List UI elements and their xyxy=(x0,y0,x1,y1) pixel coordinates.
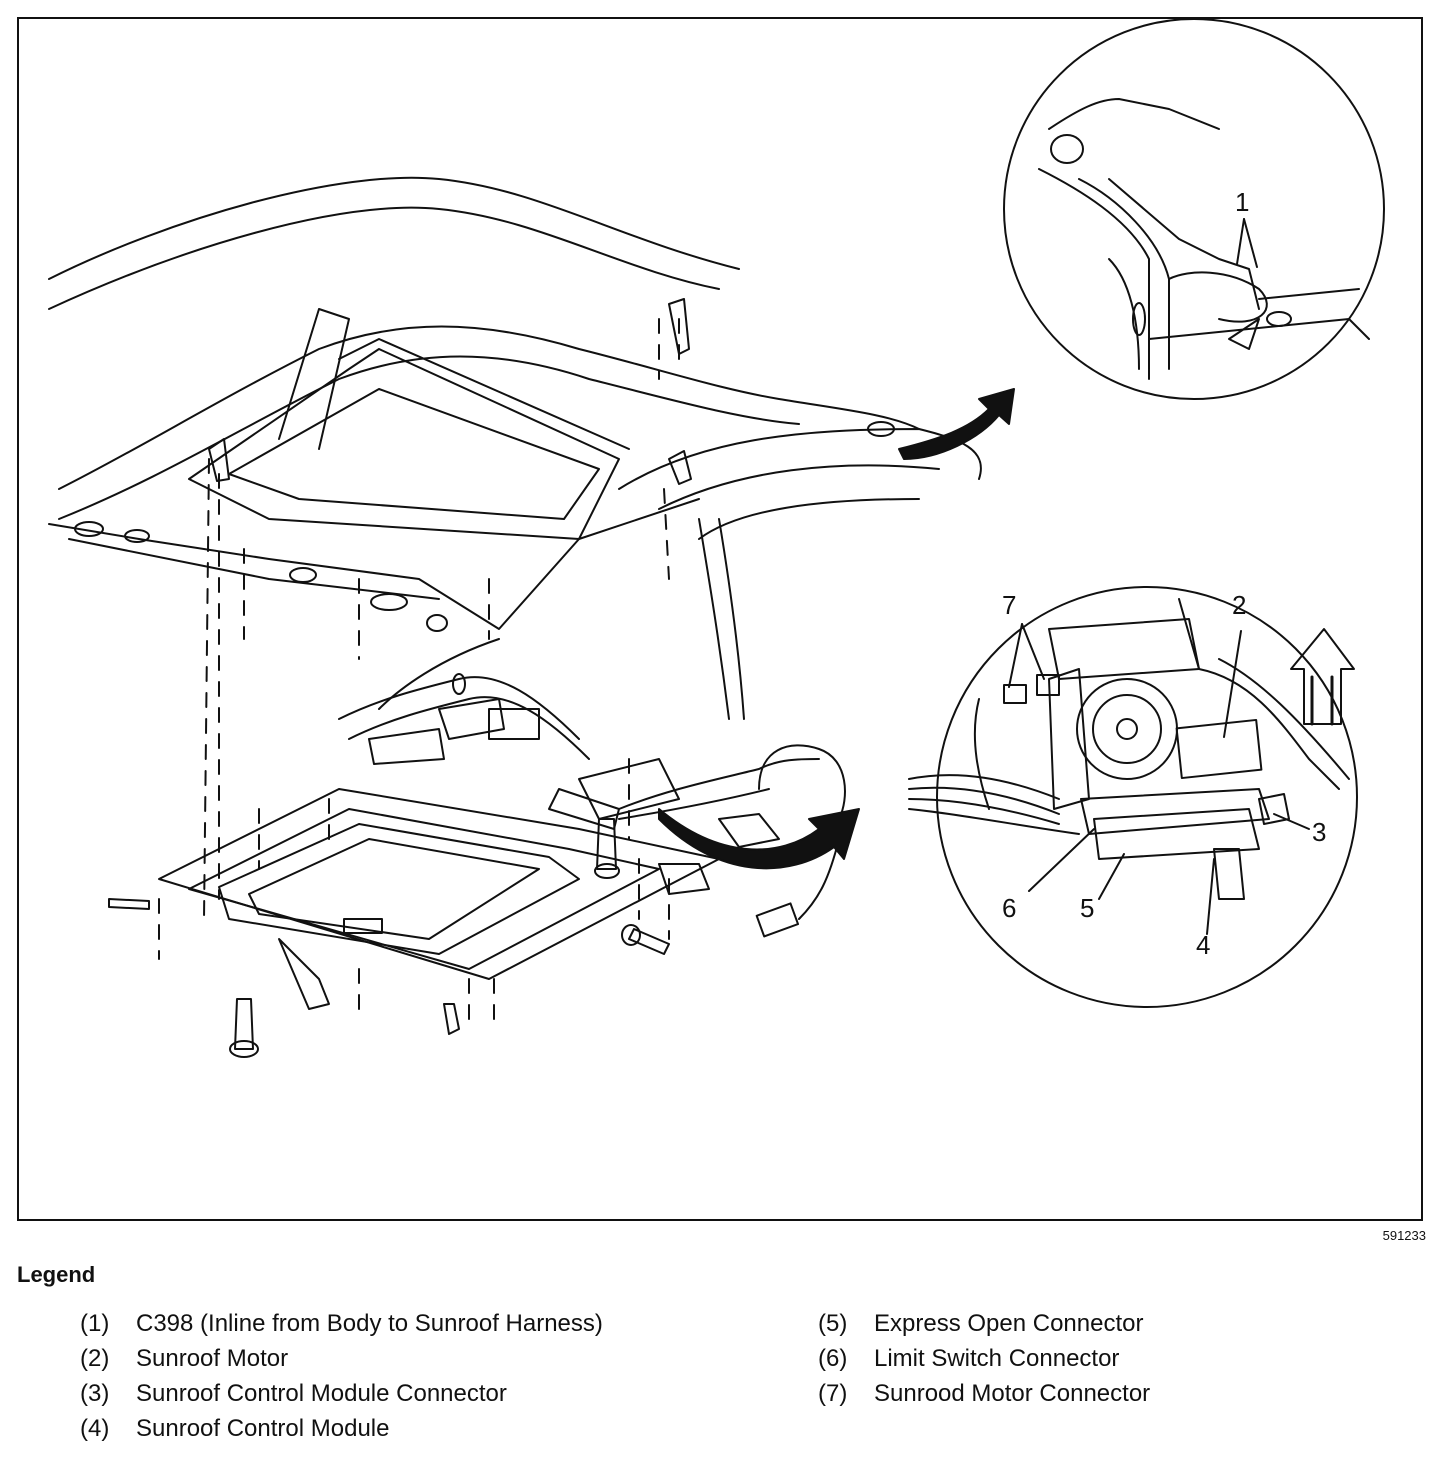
legend-item-number: (2) xyxy=(80,1345,110,1372)
legend-item: (2) Sunroof Motor xyxy=(80,1341,603,1376)
callout-3: 3 xyxy=(1312,817,1326,847)
legend-item-number: (1) xyxy=(80,1310,110,1337)
legend-item-text: Sunroof Control Module Connector xyxy=(136,1380,507,1407)
figure-id: 591233 xyxy=(1382,1228,1426,1243)
callout-7: 7 xyxy=(1002,590,1016,620)
sunroof-frame xyxy=(108,673,846,1058)
legend-column-left: (1) C398 (Inline from Body to Sunroof Har… xyxy=(80,1306,603,1446)
legend-item: (3) Sunroof Control Module Connector xyxy=(80,1376,603,1411)
legend-item-number: (3) xyxy=(80,1380,110,1407)
legend-item: (4) Sunroof Control Module xyxy=(80,1411,603,1446)
legend-column-right: (5) Express Open Connector (6) Limit Switc… xyxy=(818,1306,1150,1411)
legend-item-number: (7) xyxy=(818,1380,848,1407)
legend-item-number: (4) xyxy=(80,1415,110,1442)
diagram-drawing: 1 2 3 4 5 6 7 xyxy=(48,19,1385,1058)
diagram-figure: 1 2 3 4 5 6 7 xyxy=(17,17,1423,1221)
legend-item: (1) C398 (Inline from Body to Sunroof Har… xyxy=(80,1306,603,1341)
inset-motor-module xyxy=(908,218,1358,1008)
legend-item-number: (6) xyxy=(818,1345,848,1372)
inset-arrows xyxy=(658,388,1015,870)
legend-item-text: Limit Switch Connector xyxy=(874,1345,1120,1372)
callout-2: 2 xyxy=(1232,590,1246,620)
legend-item: (6) Limit Switch Connector xyxy=(818,1341,1150,1376)
legend-item-text: C398 (Inline from Body to Sunroof Harnes… xyxy=(136,1310,603,1337)
legend-item: (7) Sunrood Motor Connector xyxy=(818,1376,1150,1411)
legend-item-text: Sunroof Control Module xyxy=(136,1415,390,1442)
inset-c398 xyxy=(1003,19,1385,400)
legend-item-text: Sunroof Motor xyxy=(136,1345,289,1372)
legend-item: (5) Express Open Connector xyxy=(818,1306,1150,1341)
legend-item-text: Express Open Connector xyxy=(874,1310,1144,1337)
callout-5: 5 xyxy=(1080,893,1094,923)
legend-item-text: Sunrood Motor Connector xyxy=(874,1380,1151,1407)
callout-6: 6 xyxy=(1002,893,1016,923)
callout-labels: 1 2 3 4 5 6 7 xyxy=(1002,187,1326,960)
vehicle-roof xyxy=(48,176,982,720)
callout-1: 1 xyxy=(1235,187,1249,217)
alignment-lines xyxy=(158,318,680,1030)
callout-4: 4 xyxy=(1196,930,1210,960)
legend-item-number: (5) xyxy=(818,1310,848,1337)
legend-title: Legend xyxy=(17,1262,96,1287)
